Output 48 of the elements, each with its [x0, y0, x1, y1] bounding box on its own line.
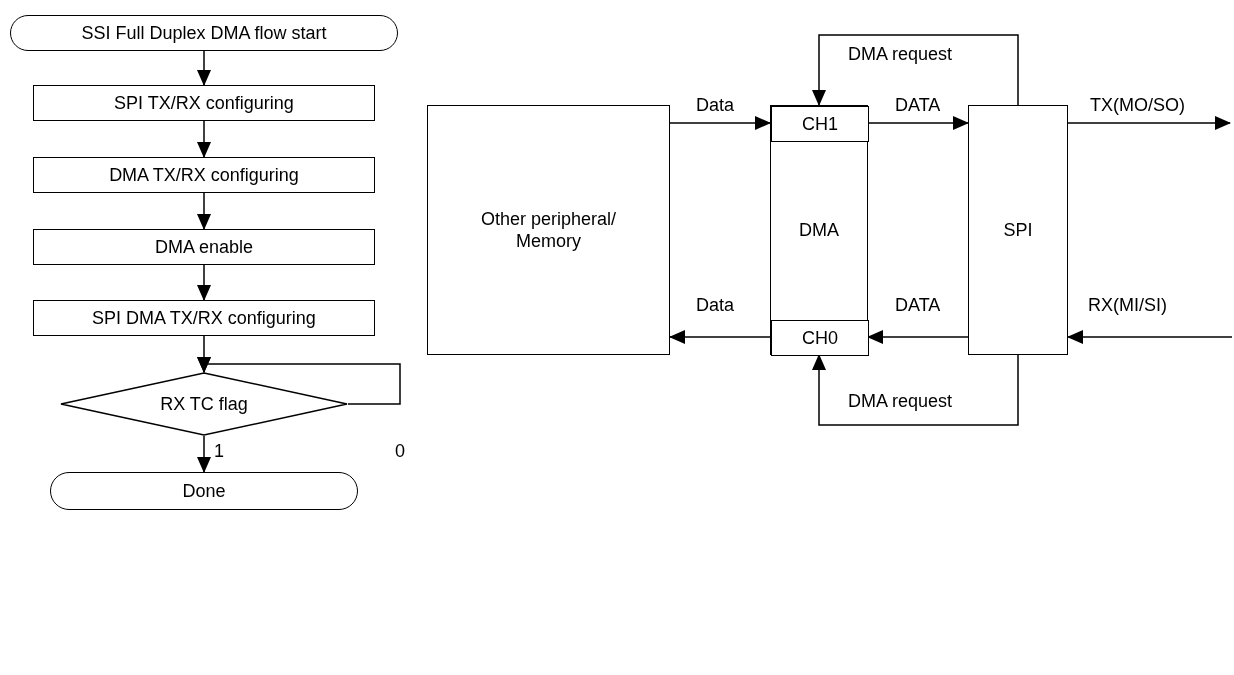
edge-label: Data — [696, 296, 735, 314]
arrow — [812, 354, 1019, 426]
arrow — [1067, 116, 1231, 130]
terminal-pill — [10, 15, 398, 51]
edge-label: RX(MI/SI) — [1088, 296, 1167, 314]
node-label: DMA — [798, 218, 840, 242]
node-label: DMA enable — [153, 235, 255, 259]
edge-label: DMA request — [848, 45, 953, 63]
edge-label: 1 — [214, 442, 224, 460]
arrow — [669, 116, 771, 130]
edge-label: Data — [696, 96, 735, 114]
arrow — [197, 120, 211, 158]
arrow — [197, 264, 211, 301]
node-label: Done — [181, 479, 227, 503]
arrow — [197, 357, 401, 405]
edge-label: DATA — [895, 96, 941, 114]
arrow — [867, 116, 969, 130]
process-box — [33, 229, 375, 265]
node-label: SPI — [1002, 218, 1034, 242]
node-label: SPI DMA TX/RX configuring — [91, 306, 317, 330]
dma-block — [770, 105, 868, 355]
node-label: CH1 — [801, 112, 839, 136]
terminal-pill — [50, 472, 358, 510]
process-box — [33, 85, 375, 121]
node-label: Other peripheral/ Memory — [479, 207, 618, 253]
node-label: RX TC flag — [159, 392, 249, 416]
block-box — [771, 320, 869, 356]
edge-label: TX(MO/SO) — [1090, 96, 1185, 114]
arrow — [197, 435, 211, 473]
arrow — [669, 330, 771, 344]
edge-label: DATA — [895, 296, 941, 314]
node-label: CH0 — [801, 326, 839, 350]
block-box — [427, 105, 670, 355]
arrow — [812, 34, 1019, 106]
edge-label: DMA request — [848, 392, 953, 410]
arrow — [1067, 330, 1233, 344]
node-label: DMA TX/RX configuring — [108, 163, 300, 187]
edge-label: 0 — [395, 442, 405, 460]
process-box — [33, 300, 375, 336]
decision-diamond — [60, 372, 348, 436]
arrow — [197, 50, 211, 86]
block-box — [968, 105, 1068, 355]
process-box — [33, 157, 375, 193]
block-box — [771, 106, 869, 142]
arrow — [197, 192, 211, 230]
node-label: SPI TX/RX configuring — [113, 91, 295, 115]
arrow — [867, 330, 969, 344]
node-label: SSI Full Duplex DMA flow start — [80, 21, 328, 45]
